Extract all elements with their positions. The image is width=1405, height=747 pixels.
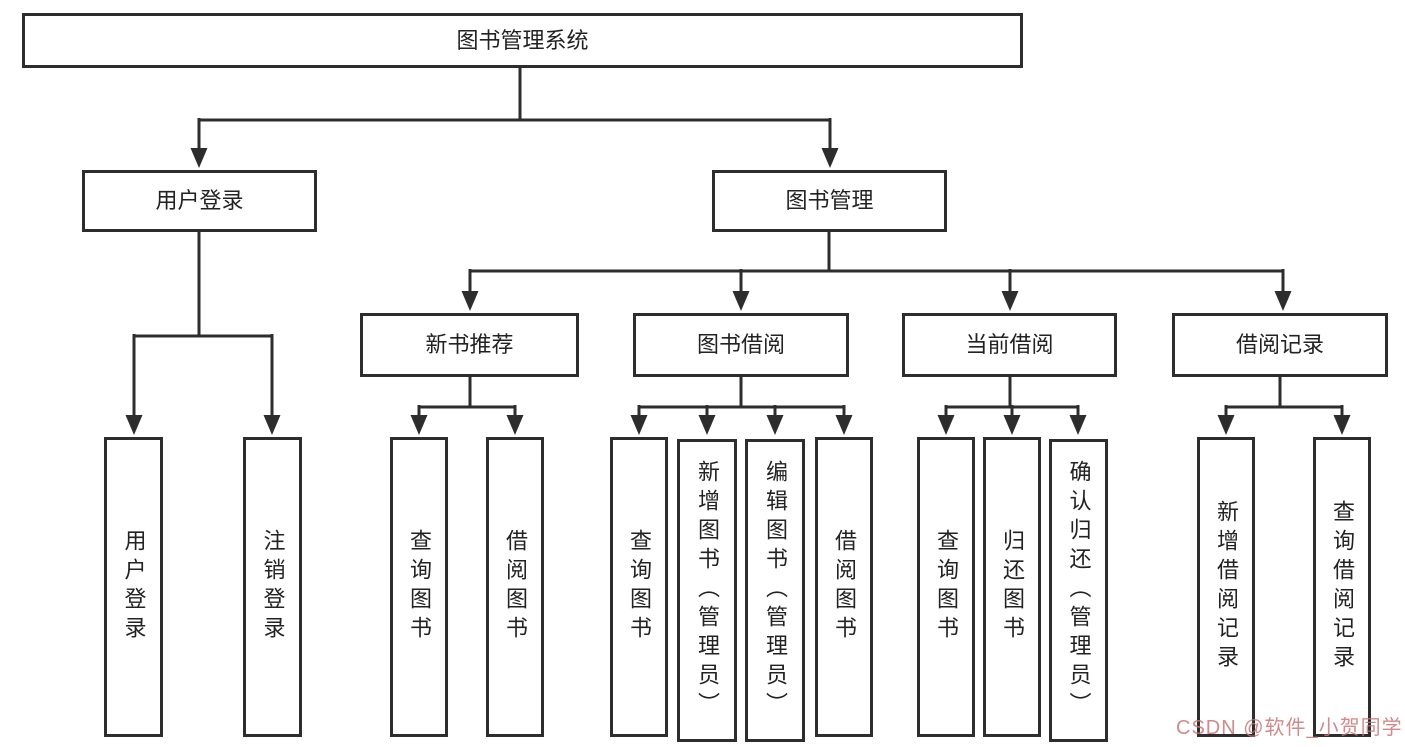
leaf-borrow-books-recommend: 借阅图书 xyxy=(486,437,544,737)
node-current-borrowing: 当前借阅 xyxy=(902,313,1117,377)
leaf-logout: 注销登录 xyxy=(243,437,302,737)
node-library-management-system: 图书管理系统 xyxy=(22,13,1023,68)
leaf-query-books-borrow: 查询图书 xyxy=(610,437,668,737)
node-borrowing-records: 借阅记录 xyxy=(1172,313,1388,377)
csdn-watermark: CSDN @软件_小贺同学 xyxy=(1176,717,1403,739)
leaf-add-borrow-record: 新增借阅记录 xyxy=(1197,437,1255,737)
node-book-management: 图书管理 xyxy=(712,170,947,232)
leaf-query-books-recommend: 查询图书 xyxy=(390,437,448,737)
node-new-book-recommendation: 新书推荐 xyxy=(360,313,579,377)
leaf-confirm-return-admin: 确认归还（管理员） xyxy=(1049,439,1108,742)
leaf-return-books: 归还图书 xyxy=(983,437,1041,737)
leaf-add-books-admin: 新增图书（管理员） xyxy=(677,439,737,742)
leaf-edit-books-admin: 编辑图书（管理员） xyxy=(745,439,805,742)
leaf-query-books-current: 查询图书 xyxy=(917,437,975,737)
node-book-borrowing: 图书借阅 xyxy=(633,313,849,377)
node-user-login: 用户登录 xyxy=(82,170,317,232)
leaf-query-borrow-record: 查询借阅记录 xyxy=(1313,437,1371,737)
leaf-user-login: 用户登录 xyxy=(104,437,163,737)
leaf-borrow-books: 借阅图书 xyxy=(815,437,873,737)
